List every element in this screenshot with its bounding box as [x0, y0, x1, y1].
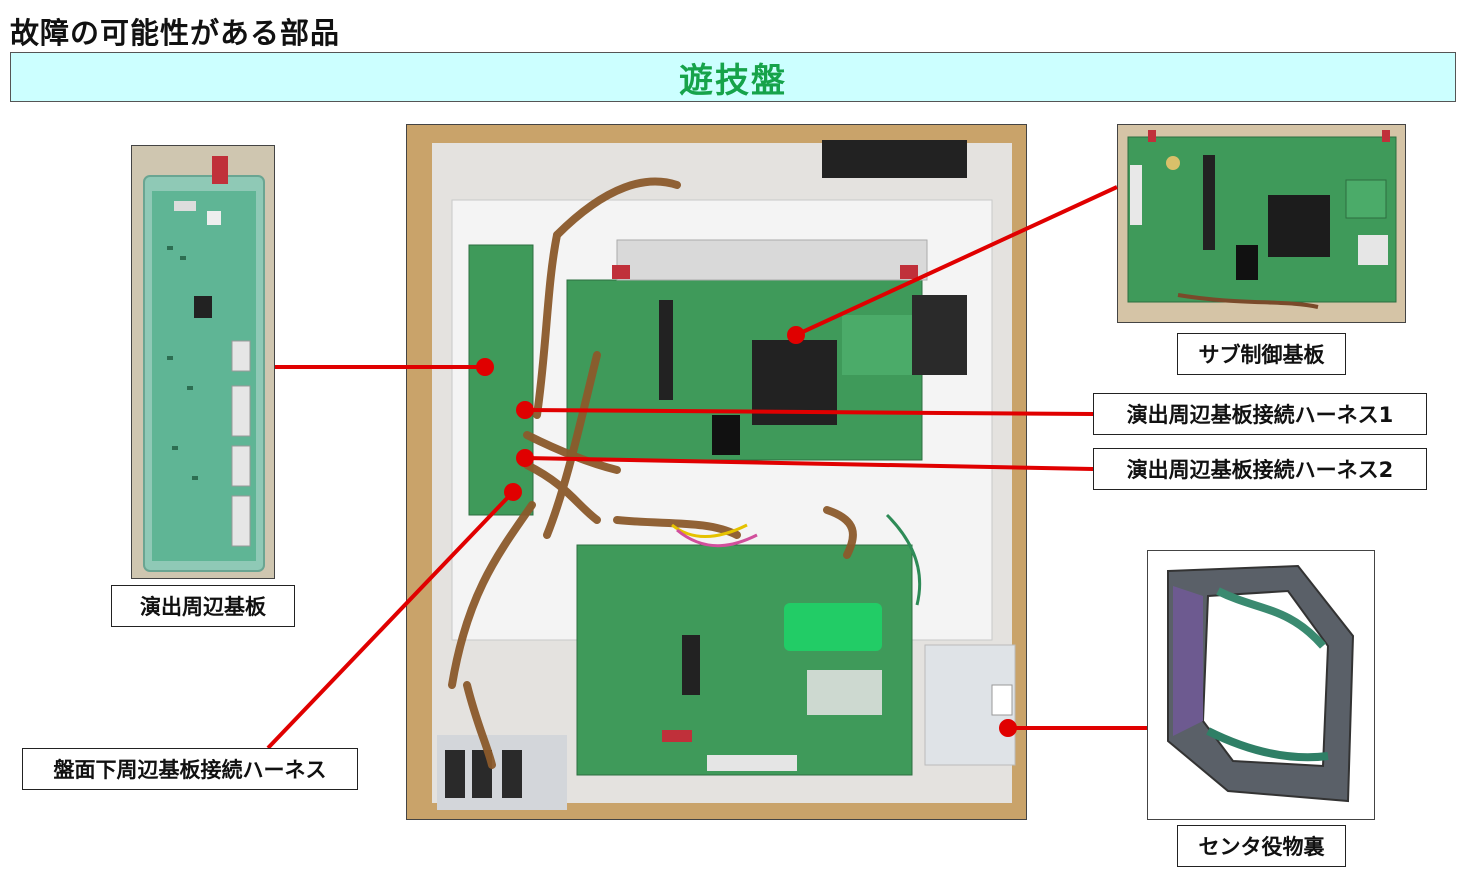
page-title: 故障の可能性がある部品	[10, 16, 341, 50]
section-banner: 遊技盤	[10, 52, 1456, 102]
game-board-image	[432, 140, 1016, 810]
label-lower-harness: 盤面下周辺基板接続ハーネス	[22, 748, 358, 790]
label-peripheral-board: 演出周辺基板	[111, 585, 295, 627]
label-harness-2: 演出周辺基板接続ハーネス2	[1093, 448, 1427, 490]
game-board-photo	[406, 124, 1027, 820]
label-harness-1: 演出周辺基板接続ハーネス1	[1093, 393, 1427, 435]
peripheral-board-image	[143, 156, 265, 572]
label-sub-control-board: サブ制御基板	[1177, 333, 1346, 375]
center-back-photo	[1147, 550, 1375, 820]
center-back-image	[1167, 564, 1355, 803]
label-center-back: センタ役物裏	[1177, 825, 1346, 867]
section-banner-text: 遊技盤	[679, 60, 787, 101]
sub-control-board-photo	[1117, 124, 1406, 323]
sub-control-board-image	[1127, 130, 1397, 309]
peripheral-board-photo	[131, 145, 275, 579]
